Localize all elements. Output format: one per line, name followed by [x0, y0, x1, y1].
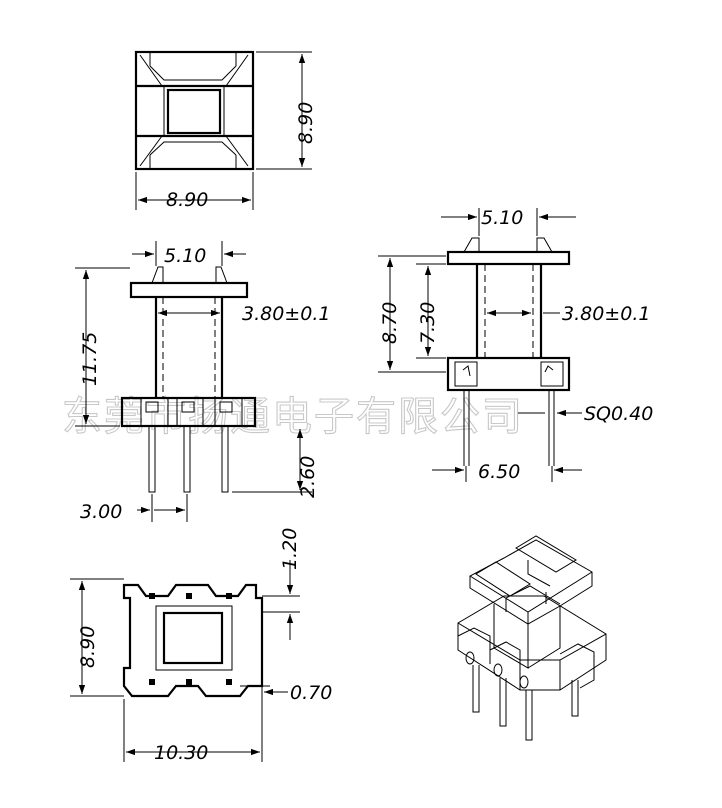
- front-core-label: 3.80±0.1: [242, 303, 330, 325]
- side-view: [378, 208, 582, 482]
- side-core-label: 3.80±0.1: [562, 303, 650, 325]
- side-outer-height-label: 8.70: [379, 302, 401, 344]
- side-pin-span-label: 6.50: [478, 461, 520, 483]
- top-height-label: 8.90: [295, 102, 317, 144]
- bottom-slot-label: 0.70: [290, 682, 332, 704]
- company-watermark: 东莞市扬通电子有限公司: [62, 394, 524, 440]
- front-height-label: 11.75: [79, 332, 101, 386]
- front-pin-length-label: 2.60: [297, 456, 319, 498]
- side-inner-height-label: 7.30: [417, 302, 439, 344]
- front-top-width-label: 5.10: [164, 245, 206, 267]
- bottom-view: [70, 560, 300, 762]
- top-width-label: 8.90: [166, 189, 208, 211]
- front-pin-pitch-label: 3.00: [80, 501, 122, 523]
- side-pin-label: SQ0.40: [584, 403, 653, 425]
- bottom-width-label: 10.30: [154, 742, 208, 764]
- front-view: [75, 241, 312, 522]
- isometric-view: [457, 535, 607, 741]
- side-top-width-label: 5.10: [481, 207, 523, 229]
- bottom-height-label: 8.90: [77, 626, 99, 668]
- top-view: [134, 50, 312, 210]
- bottom-offset-label: 1.20: [279, 528, 301, 570]
